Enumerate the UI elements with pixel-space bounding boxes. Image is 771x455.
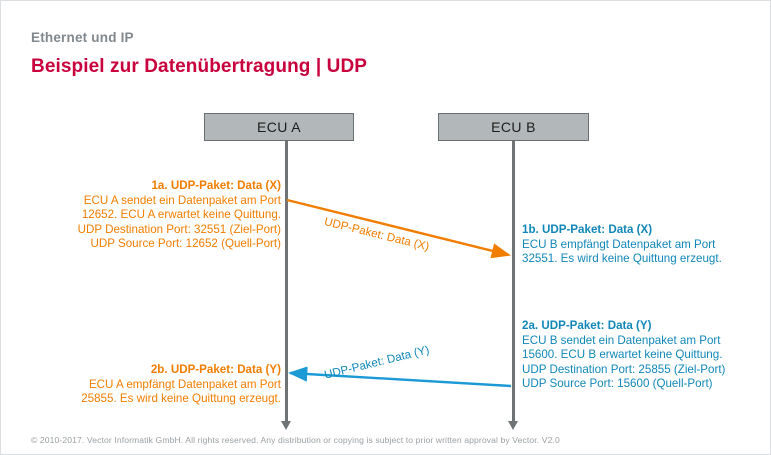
annotation-2a-line-4: UDP Source Port: 15600 (Quell-Port) bbox=[522, 377, 713, 391]
annotation-2a: 2a. UDP-Paket: Data (Y) ECU B sendet ein… bbox=[522, 319, 770, 392]
page-title: Beispiel zur Datenübertragung | UDP bbox=[31, 56, 368, 77]
annotation-1b-line-2: 32551. Es wird keine Quittung erzeugt. bbox=[522, 252, 722, 266]
lifeline-ecu-a-arrowhead bbox=[281, 421, 291, 430]
footer-copyright: © 2010-2017. Vector Informatik GmbH. All… bbox=[31, 435, 560, 445]
annotation-2a-line-1: ECU B sendet ein Datenpaket am Port bbox=[522, 333, 721, 347]
node-ecu-a: ECU A bbox=[204, 113, 354, 141]
annotation-1a-line-3: UDP Destination Port: 32551 (Ziel-Port) bbox=[77, 222, 281, 236]
node-ecu-b-label: ECU B bbox=[491, 119, 536, 135]
annotation-1b-heading: 1b. UDP-Paket: Data (X) bbox=[522, 223, 653, 236]
annotation-1a-line-2: 12652. ECU A erwartet keine Quittung. bbox=[81, 208, 281, 222]
annotation-2b-line-2: 25855. Es wird keine Quittung erzeugt. bbox=[81, 392, 281, 406]
annotation-2b: 2b. UDP-Paket: Data (Y) ECU A empfängt D… bbox=[9, 363, 281, 407]
annotation-2b-heading: 2b. UDP-Paket: Data (Y) bbox=[150, 363, 281, 376]
annotation-1a-line-4: UDP Source Port: 12652 (Quell-Port) bbox=[90, 237, 281, 251]
annotation-1a-heading: 1a. UDP-Paket: Data (X) bbox=[151, 179, 281, 192]
message-label-x: UDP-Paket: Data (X) bbox=[322, 215, 431, 254]
annotation-1b: 1b. UDP-Paket: Data (X) ECU B empfängt D… bbox=[522, 223, 770, 267]
node-ecu-a-label: ECU A bbox=[256, 119, 301, 135]
lifeline-ecu-b-arrowhead bbox=[508, 421, 518, 430]
annotation-2b-line-1: ECU A empfängt Datenpaket am Port bbox=[88, 377, 281, 391]
annotation-2a-line-2: 15600. ECU B erwartet keine Quittung. bbox=[522, 348, 723, 362]
annotation-1a: 1a. UDP-Paket: Data (X) ECU A sendet ein… bbox=[9, 179, 281, 252]
annotation-2a-heading: 2a. UDP-Paket: Data (Y) bbox=[522, 319, 652, 332]
node-ecu-b: ECU B bbox=[438, 113, 589, 141]
annotation-1a-line-1: ECU A sendet ein Datenpaket am Port bbox=[83, 193, 281, 207]
message-arrow-x bbox=[286, 198, 511, 259]
slide-kicker: Ethernet und IP bbox=[31, 30, 134, 45]
message-arrow-y bbox=[288, 366, 512, 388]
message-label-y: UDP-Paket: Data (Y) bbox=[323, 343, 431, 382]
annotation-2a-line-3: UDP Destination Port: 25855 (Ziel-Port) bbox=[522, 362, 726, 376]
lifeline-ecu-b bbox=[512, 141, 515, 421]
annotation-1b-line-1: ECU B empfängt Datenpaket am Port bbox=[522, 237, 716, 251]
lifeline-ecu-a bbox=[285, 141, 288, 421]
